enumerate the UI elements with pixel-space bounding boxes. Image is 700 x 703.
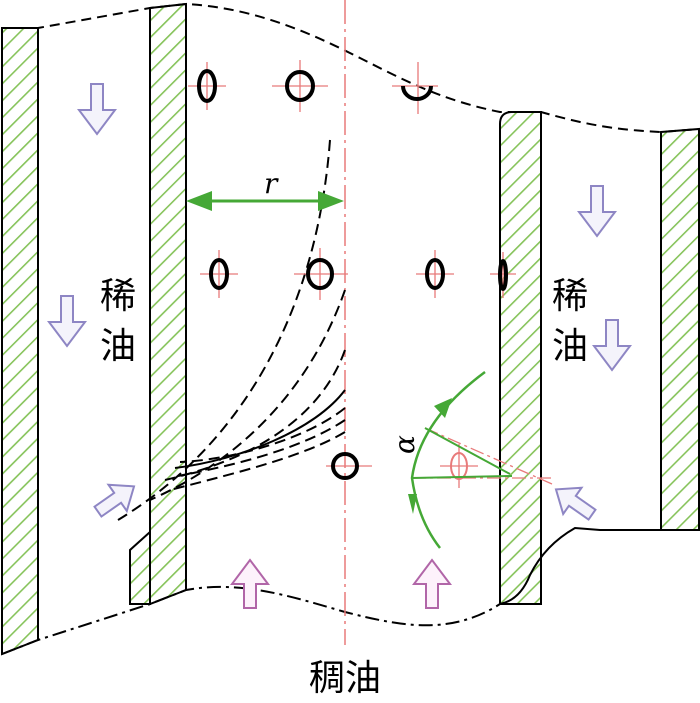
hole-row2-b [294, 248, 348, 300]
left-outer-wall [1, 27, 39, 656]
right-thin-oil-label-char-2: 油 [552, 326, 588, 367]
right-bottom-outline [499, 526, 661, 605]
top-boundary-curve [2, 2, 700, 134]
hole-row1-c [392, 62, 438, 114]
trajectory-2 [149, 289, 346, 501]
right-thin-oil-label: 稀 油 [552, 276, 588, 367]
hole-row2-a [200, 250, 238, 298]
hole-center [326, 452, 372, 480]
arrow-down-left-mid [47, 295, 87, 348]
hole-row1-a [188, 62, 226, 110]
angle-label: α [388, 435, 421, 454]
flow-arrows [47, 83, 632, 609]
right-outer-wall [660, 127, 700, 531]
radius-arrow-right [318, 191, 344, 211]
hole-rotated-pink [440, 444, 478, 488]
bottom-boundary-curve [1, 585, 501, 655]
trajectory-4 [174, 389, 346, 469]
hole-row1-b [272, 60, 328, 112]
angle-construction [408, 370, 553, 549]
radius-arrow-left [186, 191, 212, 211]
trajectory-6 [177, 419, 346, 477]
jet-trajectories [117, 139, 346, 521]
trajectory-5 [179, 407, 346, 463]
arrow-inflow-right [554, 486, 597, 521]
left-injection-nozzle [129, 529, 151, 605]
hole-row2-d [490, 252, 516, 298]
left-thin-oil-label-char-2: 油 [100, 326, 136, 367]
arrow-down-right-top [577, 185, 617, 238]
trajectory-7 [169, 431, 346, 491]
trajectory-1 [117, 139, 331, 521]
left-inner-wall [149, 2, 187, 606]
radius-label: r [264, 167, 279, 200]
injection-holes [188, 60, 516, 488]
angle-arrow-upper [434, 398, 452, 418]
arrow-up-bottom-right [412, 558, 452, 609]
left-thin-oil-label-char-1: 稀 [100, 276, 136, 317]
radius-dimension [186, 191, 344, 211]
right-inner-wall [499, 111, 542, 605]
arrow-up-bottom-left [230, 558, 270, 609]
thick-oil-label: 稠油 [309, 658, 381, 698]
angle-arrow-lower [408, 494, 417, 514]
hole-row2-c [416, 250, 454, 298]
arrow-down-right-mid [592, 319, 632, 372]
right-thin-oil-label-char-1: 稀 [552, 276, 588, 317]
trajectory-3 [164, 349, 346, 481]
arrow-down-left-top [77, 83, 117, 136]
arrow-inflow-left [93, 483, 136, 518]
left-thin-oil-label: 稀 油 [100, 276, 136, 367]
